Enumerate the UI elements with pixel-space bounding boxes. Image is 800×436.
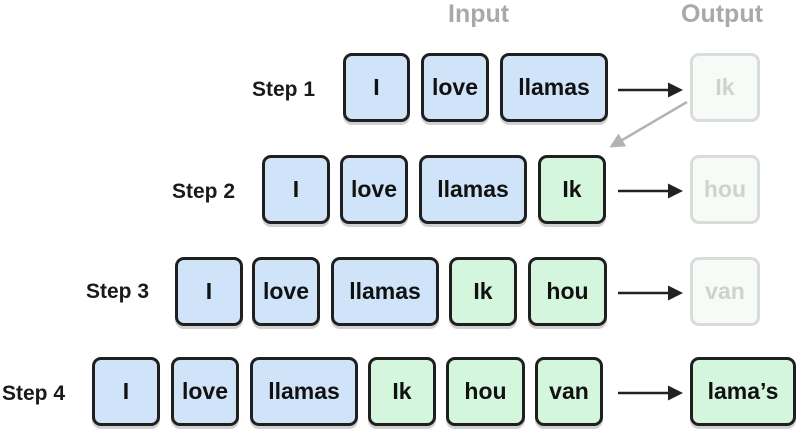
step-1-input-token-3: llamas — [500, 53, 608, 122]
step-1-output-token: Ik — [690, 53, 760, 122]
step-1-label: Step 1 — [252, 78, 316, 101]
step-2-input-token-2: love — [340, 155, 408, 224]
feedback-arrow — [609, 100, 688, 148]
step-3-generated-token-2: hou — [528, 257, 607, 326]
step-2-input-token-1: I — [262, 155, 330, 224]
step-3-generated-token-1: Ik — [449, 257, 517, 326]
step-2-label: Step 2 — [172, 180, 236, 203]
step-4-generated-token-3: van — [535, 357, 603, 426]
step-1-input-token-2: love — [421, 53, 489, 122]
step-4-input-token-3: llamas — [250, 357, 358, 426]
step-1-input-token-1: I — [343, 53, 410, 122]
step-4-input-token-1: I — [92, 357, 160, 426]
output-header: Output — [681, 0, 763, 28]
step-4-input-token-2: love — [171, 357, 239, 426]
step-2-input-token-3: llamas — [419, 155, 527, 224]
step-2-generated-token-1: Ik — [538, 155, 606, 224]
step-3-input-token-1: I — [175, 257, 243, 326]
step-4-generated-token-2: hou — [446, 357, 525, 426]
input-header: Input — [448, 0, 510, 28]
step-3-input-token-2: love — [252, 257, 320, 326]
step-4-output-token: lama’s — [690, 357, 796, 426]
step-3-input-token-3: llamas — [331, 257, 439, 326]
step-4-generated-token-1: Ik — [368, 357, 436, 426]
step-2-output-token: hou — [690, 155, 760, 224]
step-3-label: Step 3 — [86, 280, 150, 303]
step-4-label: Step 4 — [2, 382, 66, 405]
step-3-output-token: van — [690, 257, 760, 326]
